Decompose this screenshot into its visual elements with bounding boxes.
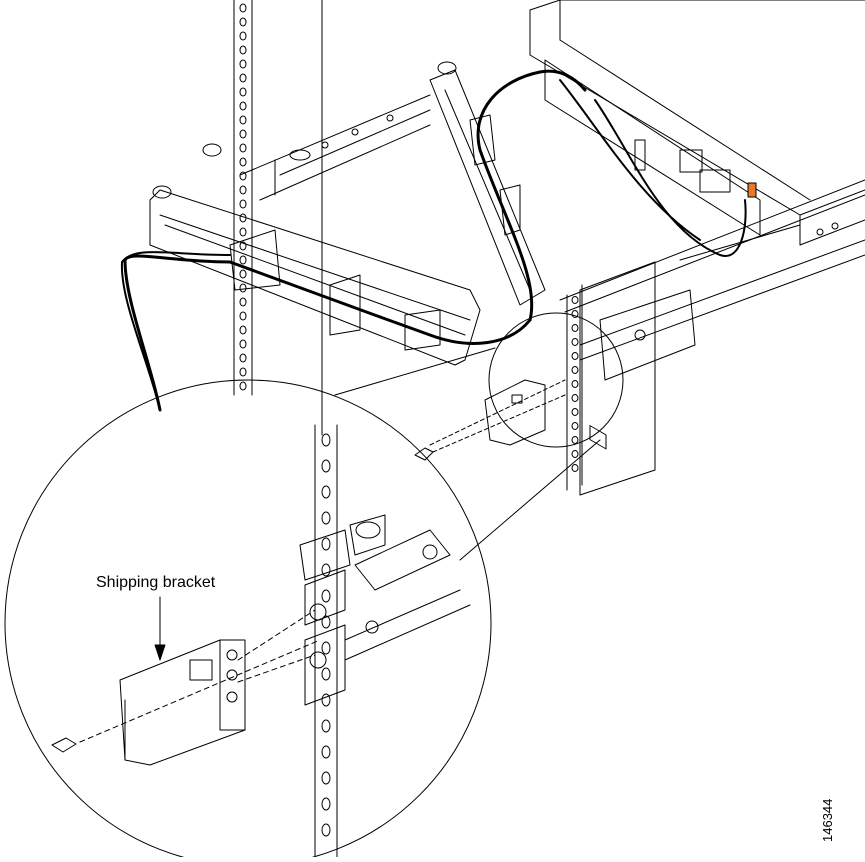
rack-hole: [571, 380, 579, 388]
rack-hole: [239, 241, 247, 251]
cable-management-arm: [149, 61, 546, 366]
rack-hole: [321, 641, 331, 655]
rack-hole: [571, 394, 579, 402]
rack-hole: [571, 352, 579, 360]
rack-hole: [571, 296, 579, 304]
rack-hole: [239, 339, 247, 349]
rack-hole: [239, 199, 247, 209]
rack-hole: [571, 436, 579, 444]
rack-hole: [571, 366, 579, 374]
rack-hole: [239, 87, 247, 97]
rack-hole: [239, 255, 247, 265]
rack-hole: [239, 283, 247, 293]
rack-hole: [321, 563, 331, 577]
figure-number: 146344: [820, 798, 835, 842]
rack-hole: [239, 227, 247, 237]
rack-hole: [571, 310, 579, 318]
rack-hole: [239, 129, 247, 139]
rack-hole: [321, 693, 331, 707]
rack-post-holes: [239, 3, 247, 391]
rack-hole: [321, 459, 331, 473]
rack-hole: [239, 45, 247, 55]
rack-post-holes: [321, 433, 331, 837]
rack-hole: [321, 433, 331, 447]
rack-hole: [239, 213, 247, 223]
rack-hole: [321, 537, 331, 551]
rack-post-holes: [571, 296, 579, 472]
slide-rail-left: [239, 94, 431, 201]
screw: [51, 737, 77, 753]
rack-hole: [239, 353, 247, 363]
rack-hole: [321, 511, 331, 525]
rack-hole: [321, 797, 331, 811]
shipping-bracket-small: [414, 379, 566, 461]
rack-hole: [239, 311, 247, 321]
rack-hole: [239, 171, 247, 181]
rack-post-lower: [314, 424, 338, 858]
rack-hole: [239, 115, 247, 125]
rack-hole: [571, 422, 579, 430]
rack-hole: [239, 325, 247, 335]
rack-hole: [571, 408, 579, 416]
rack-hole: [571, 450, 579, 458]
shipping-bracket-label: Shipping bracket: [96, 574, 216, 591]
magnified-detail: [4, 379, 492, 862]
server-chassis: [529, 0, 865, 450]
rack-hole: [321, 615, 331, 629]
rack-hole: [571, 324, 579, 332]
rack-hole: [321, 589, 331, 603]
rack-hole: [321, 745, 331, 759]
arrowhead: [154, 644, 166, 661]
rack-hole: [321, 667, 331, 681]
rack-hole: [239, 17, 247, 27]
rack-hole: [239, 101, 247, 111]
rack-hole: [239, 367, 247, 377]
rack-hole: [321, 485, 331, 499]
rack-hole: [239, 381, 247, 391]
rack-hole: [321, 771, 331, 785]
rack-hole: [239, 3, 247, 13]
cables: [120, 69, 747, 412]
rack-hole: [239, 157, 247, 167]
rack-hole: [321, 823, 331, 837]
rack-hole: [239, 73, 247, 83]
rack-hole: [239, 297, 247, 307]
rack-hole: [321, 719, 331, 733]
detail-callout-circle: [334, 312, 624, 561]
rack-hole: [571, 338, 579, 346]
shipping-bracket: [119, 639, 246, 766]
rack-panel: [566, 261, 656, 496]
rack-hole: [239, 185, 247, 195]
rack-hole: [239, 59, 247, 69]
rack-hole: [571, 464, 579, 472]
rack-hole: [239, 269, 247, 279]
rack-hole: [239, 143, 247, 153]
rack-post-upper: [233, 0, 323, 436]
rack-hole: [239, 31, 247, 41]
